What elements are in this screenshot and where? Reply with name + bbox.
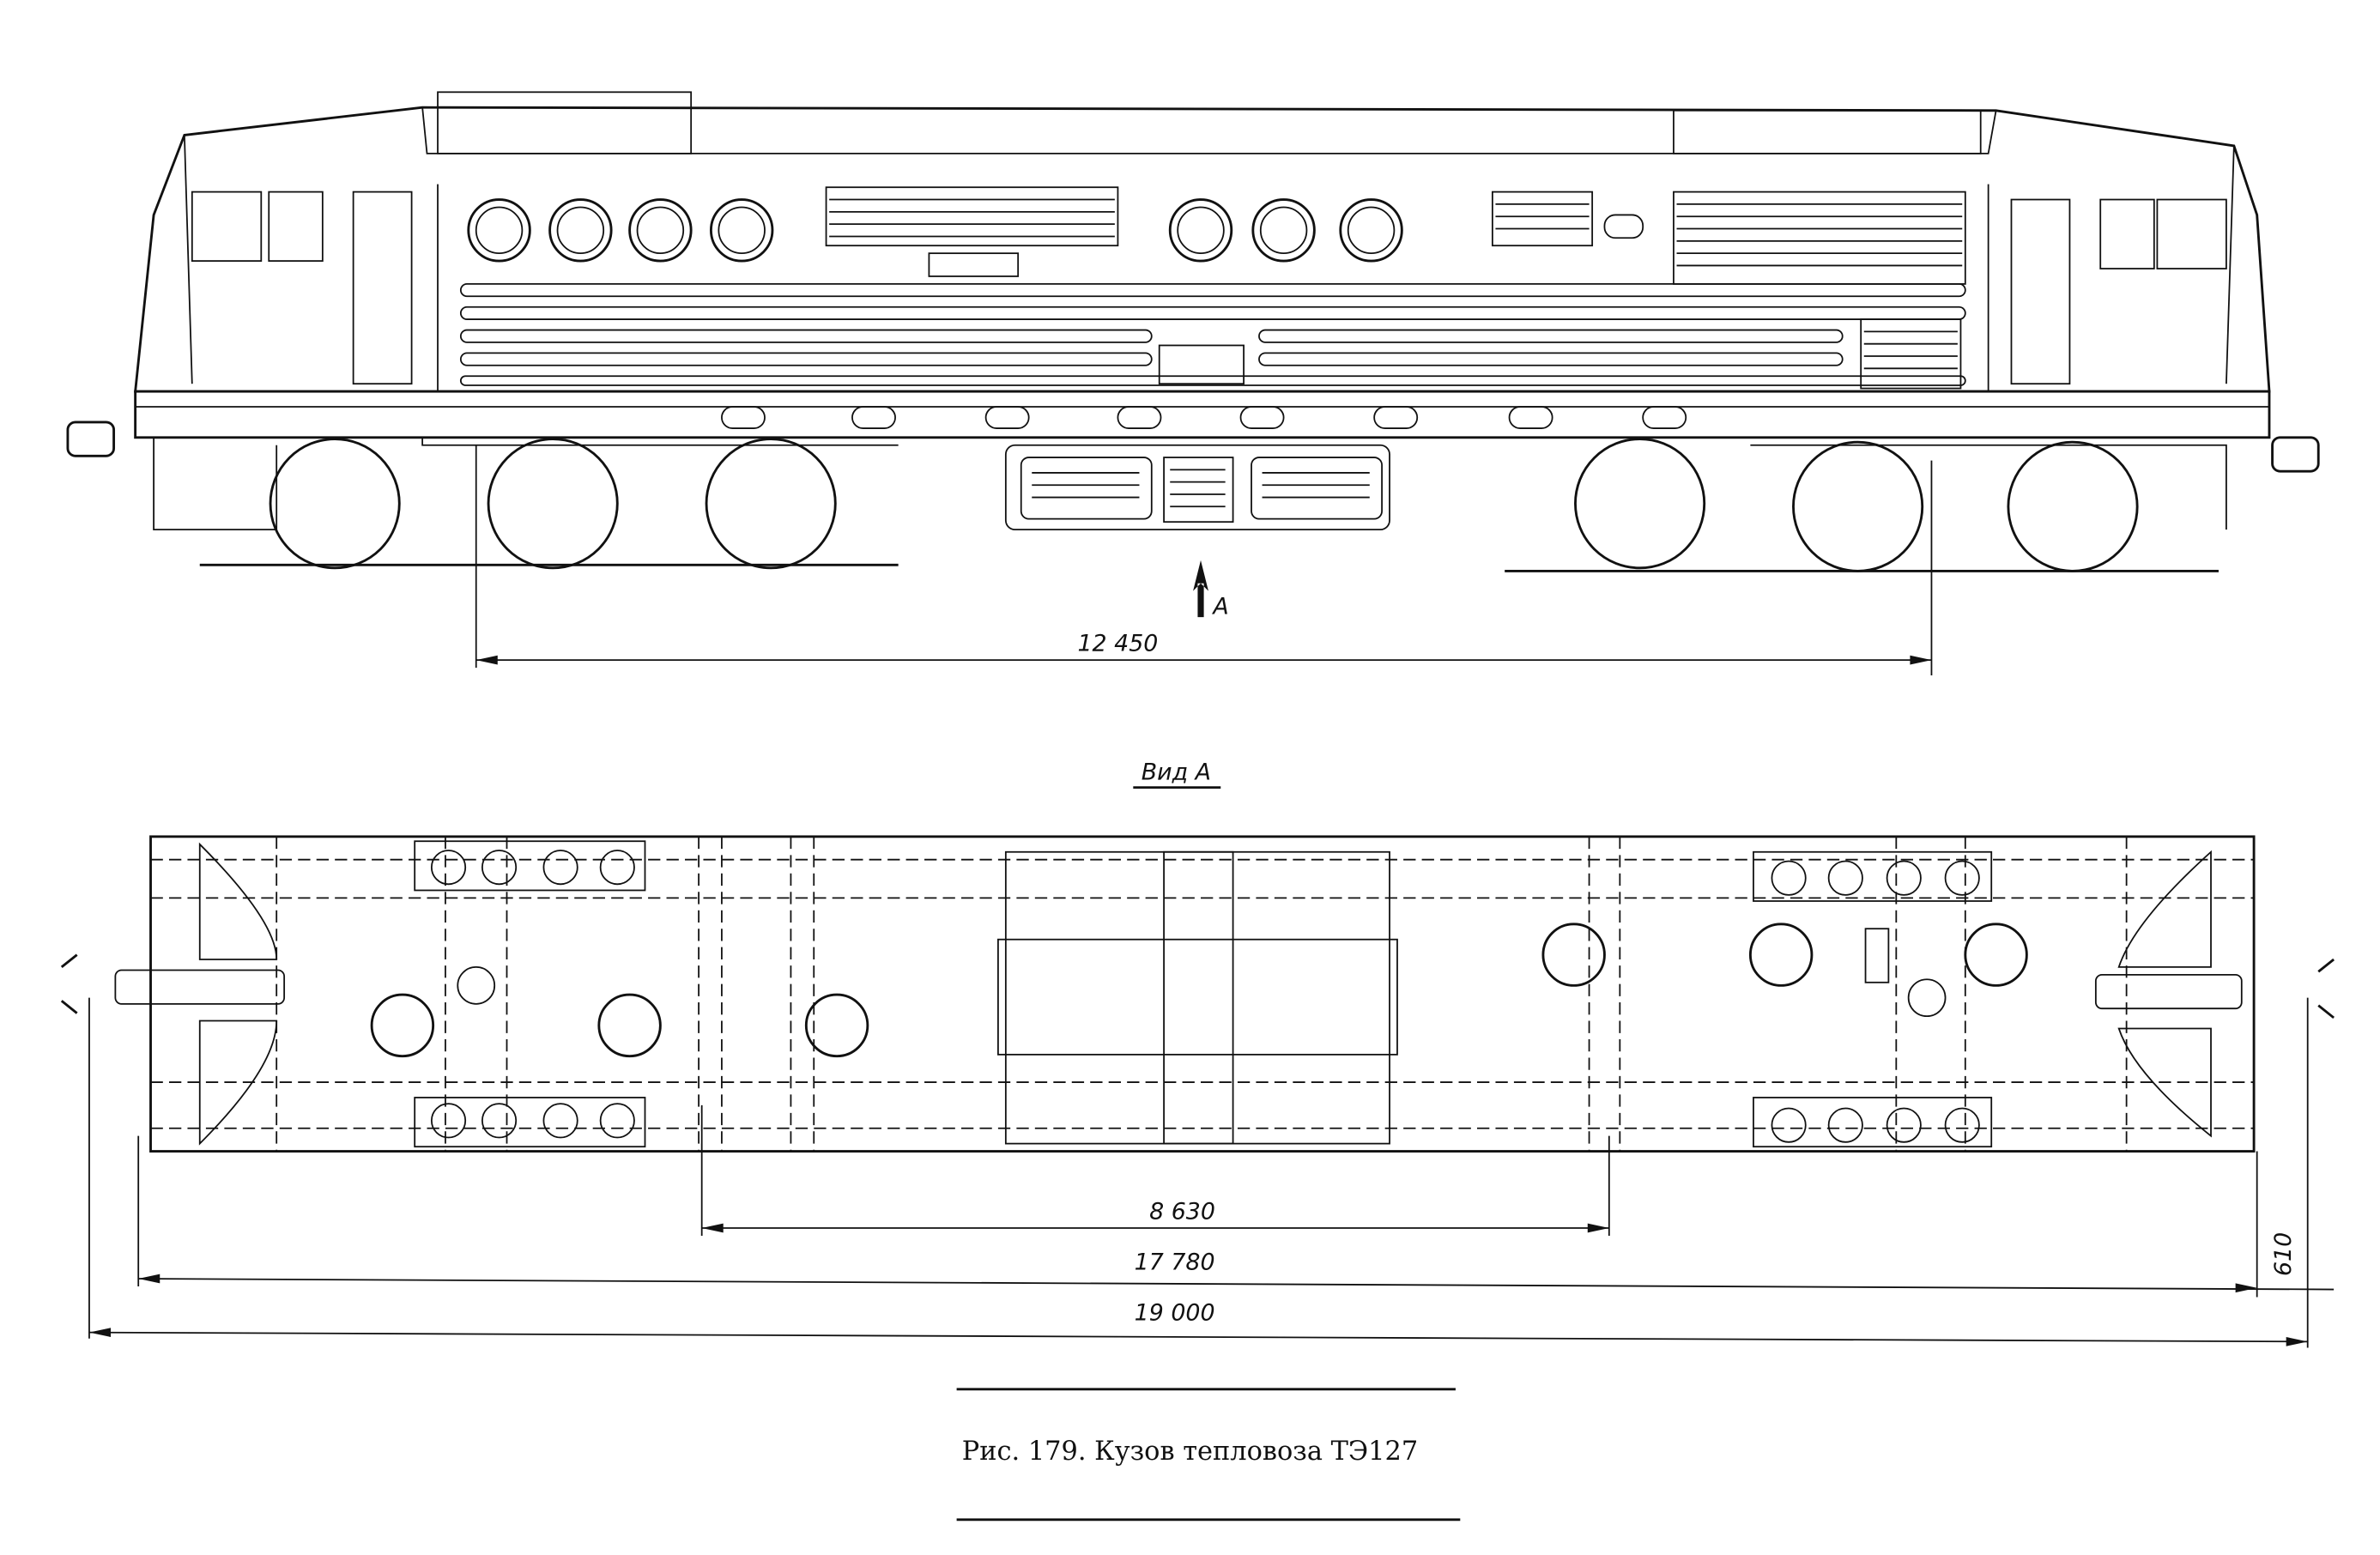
figure-caption: Рис. 179. Кузов тепловоза ТЭ127 — [962, 1437, 1418, 1467]
dimension-frame-length: 17 780 — [1135, 1249, 1215, 1275]
side-view: A 12 450 — [66, 91, 2320, 676]
bottom-view-title: Вид А — [1142, 759, 1211, 786]
frame-outline — [149, 835, 2256, 1153]
portholes — [467, 198, 1403, 263]
dimension-wheelbase: 12 450 — [1077, 630, 1158, 656]
view-arrow-icon — [1193, 560, 1208, 618]
dimension-bogie-centers: 8 630 — [1149, 1198, 1215, 1225]
bottom-view: Вид А — [60, 759, 2335, 1348]
view-marker-label: A — [1211, 593, 1228, 620]
body-outline — [134, 106, 2271, 393]
axle-boxes — [370, 850, 2028, 1143]
underframe — [134, 390, 2271, 439]
dimension-offset: 610 — [2270, 1232, 2297, 1276]
dimension-overall-length: 19 000 — [1135, 1299, 1215, 1326]
wheels — [269, 438, 2139, 572]
louvres — [825, 186, 1966, 390]
